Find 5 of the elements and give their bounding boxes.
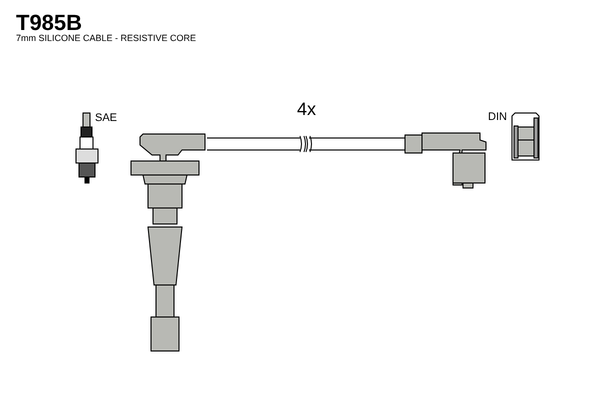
title: T985B	[16, 12, 82, 34]
quantity-label: 4x	[297, 100, 316, 118]
cable-description: 7mm SILICONE CABLE - RESISTIVE CORE	[16, 34, 196, 43]
plug-standard-label: SAE	[95, 113, 118, 124]
plug-standard-label: DIN	[488, 112, 507, 123]
